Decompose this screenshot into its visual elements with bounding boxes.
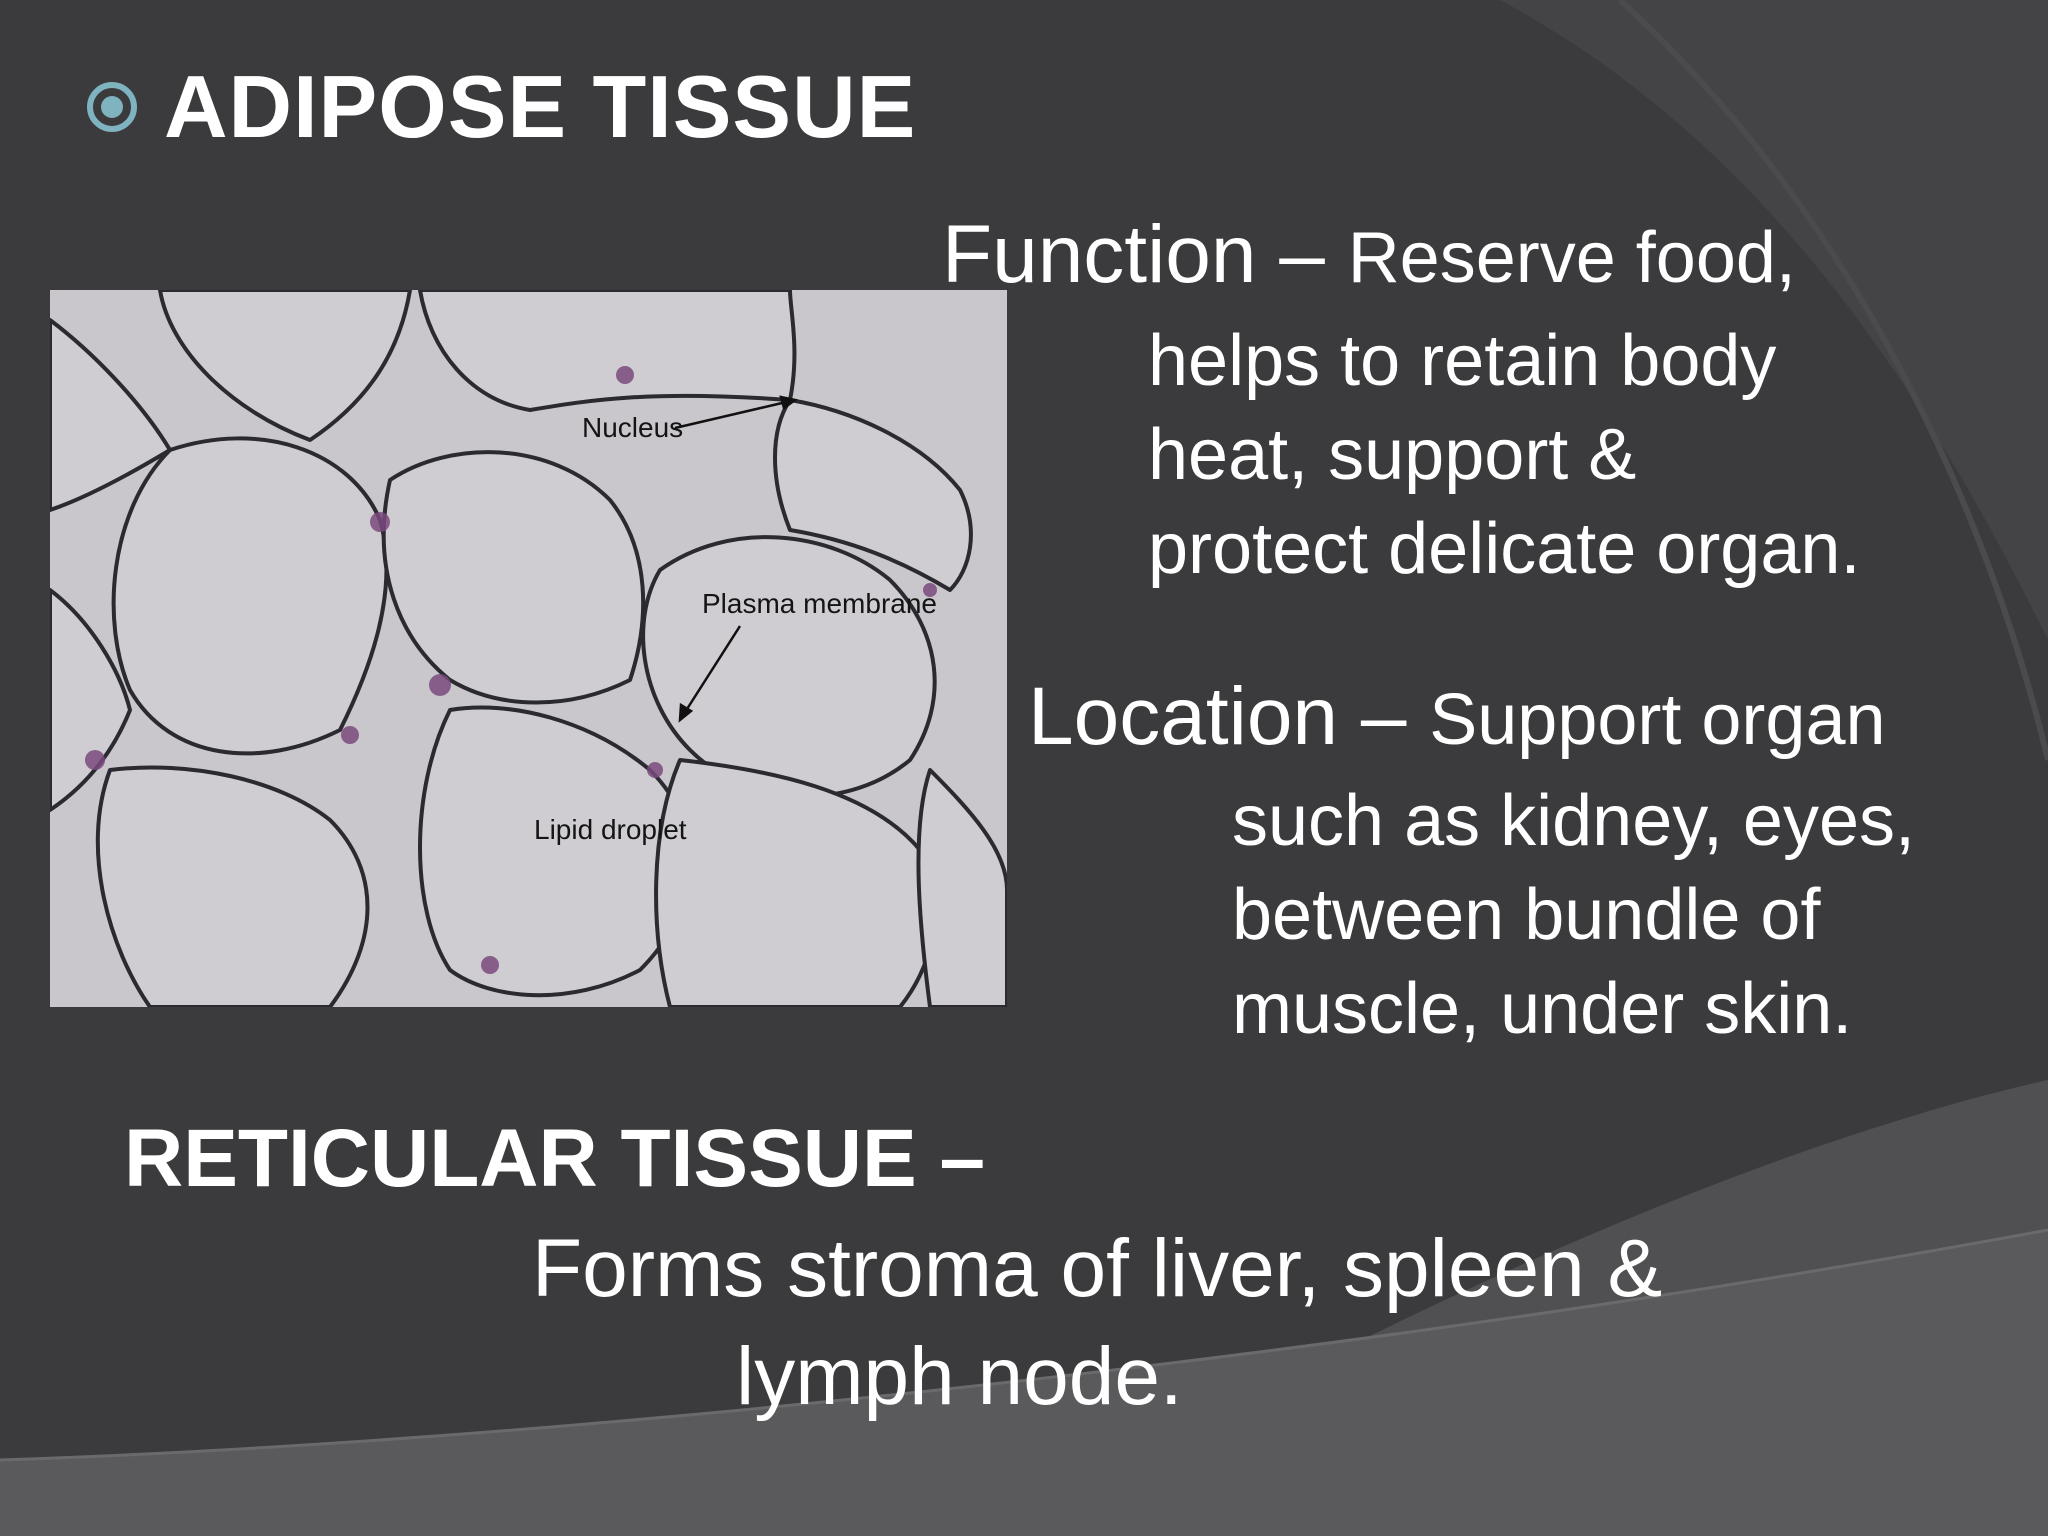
function-line: protect delicate organ. — [1148, 509, 1861, 589]
location-body: such as kidney, eyes, between bundle of … — [1232, 774, 1915, 1056]
location-heading-line: Location – Support organ — [1028, 670, 1886, 764]
location-line: such as kidney, eyes, — [1232, 781, 1916, 861]
function-first-line: Reserve food, — [1347, 218, 1796, 298]
function-dash: – — [1256, 209, 1348, 300]
reticular-heading: RETICULAR TISSUE – — [124, 1113, 986, 1204]
location-first-line: Support organ — [1429, 680, 1886, 760]
location-dash: – — [1338, 671, 1430, 762]
location-line: muscle, under skin. — [1232, 969, 1853, 1049]
location-heading: Location — [1028, 671, 1339, 762]
function-body: helps to retain body heat, support & pro… — [1148, 314, 1860, 596]
function-heading: Function — [942, 209, 1257, 300]
adipose-micrograph: Nucleus Plasma membrane Lipid droplet — [50, 290, 1007, 1007]
micrograph-image — [50, 290, 1007, 1007]
slide-title: ADIPOSE TISSUE — [164, 57, 917, 156]
location-line: between bundle of — [1232, 875, 1821, 955]
target-circle-icon — [86, 81, 138, 133]
lipid-droplet-label: Lipid droplet — [534, 814, 687, 845]
nucleus-label: Nucleus — [582, 412, 684, 443]
function-heading-line: Function – Reserve food, — [942, 208, 1796, 302]
title-row: ADIPOSE TISSUE — [86, 52, 916, 162]
function-line: heat, support & — [1148, 415, 1637, 495]
function-line: helps to retain body — [1148, 321, 1777, 401]
reticular-line: Forms stroma of liver, spleen & — [532, 1223, 1663, 1314]
plasma-membrane-label: Plasma membrane — [702, 588, 937, 619]
reticular-line: lymph node. — [736, 1331, 1183, 1422]
